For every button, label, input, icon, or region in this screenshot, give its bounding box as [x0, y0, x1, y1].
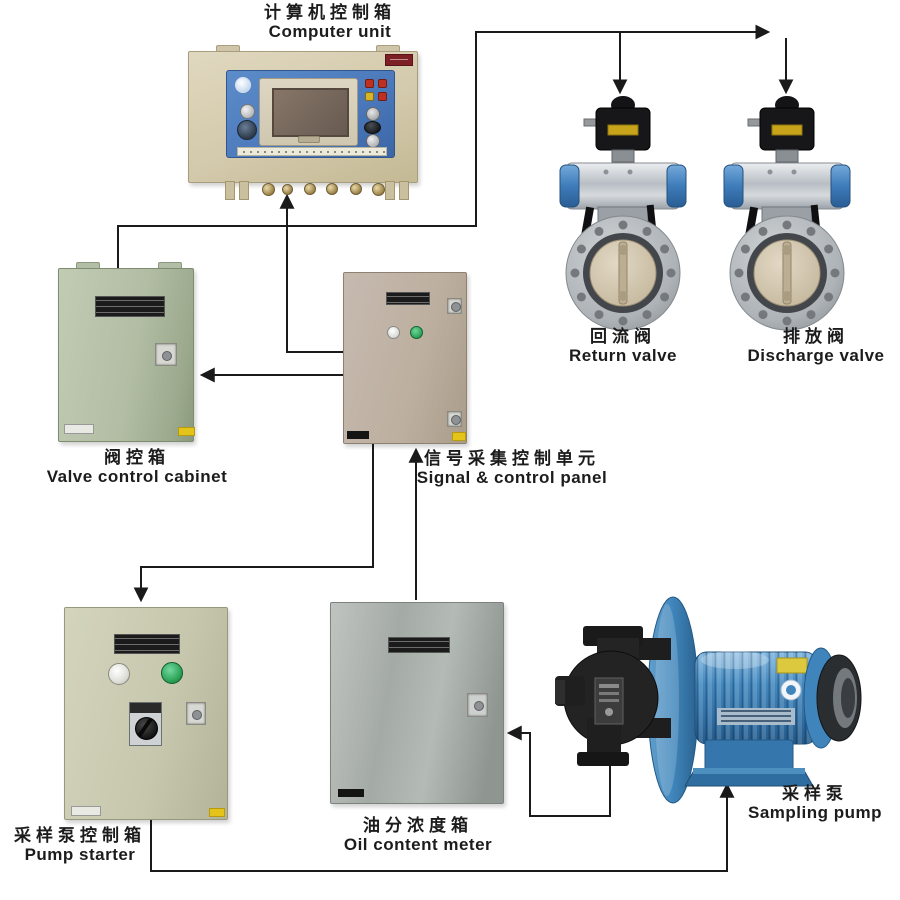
- equipment-title-strip: [237, 147, 387, 156]
- led-indicator: [378, 92, 387, 101]
- logo-badge: [235, 77, 251, 93]
- maker-tag: [338, 789, 364, 797]
- cable-connector: [326, 183, 338, 195]
- maker-tag: [71, 806, 101, 816]
- cable-connector: [282, 184, 293, 195]
- oil-meter-door: [330, 602, 504, 804]
- computer-unit-label-en: Computer unit: [268, 21, 392, 41]
- mount-foot: [225, 181, 235, 200]
- computer-unit-enclosure: [188, 51, 418, 200]
- pump-head: [555, 626, 659, 766]
- door-latch: [186, 702, 206, 725]
- power-knob: [237, 120, 257, 140]
- line-pumpstarter-to-pump: [150, 782, 735, 872]
- return-valve-label-zh: 回流阀: [590, 327, 656, 346]
- maker-tag: [64, 424, 94, 434]
- return-valve-label-en: Return valve: [568, 345, 678, 365]
- computer-unit-label-zh: 计算机控制箱: [264, 3, 396, 22]
- pump-starter-label-en: Pump starter: [24, 844, 136, 864]
- computer-unit-label: 计算机控制箱 Computer unit: [230, 3, 430, 41]
- cabinet-nameplate: [388, 637, 450, 653]
- cabinet-nameplate: [95, 296, 165, 317]
- warning-tag: [452, 432, 466, 441]
- valve-cabinet-door: [58, 268, 195, 442]
- indicator-lamp-white: [387, 326, 400, 339]
- line-pump-to-oilmeter: [506, 725, 611, 817]
- warning-tag: [209, 808, 225, 817]
- door-latch: [447, 411, 462, 427]
- discharge-valve-label-zh: 排放阀: [783, 327, 849, 346]
- motor-spec-label: [776, 657, 808, 674]
- pump-starter-door: [64, 607, 228, 820]
- cable-connector: [372, 183, 385, 196]
- discharge-valve-label: 排放阀 Discharge valve: [726, 327, 900, 365]
- push-button-green: [410, 326, 423, 339]
- return-valve: [559, 95, 687, 331]
- screen: [272, 88, 349, 137]
- oil-meter-label-en: Oil content meter: [343, 834, 493, 854]
- push-button-green: [161, 662, 183, 684]
- screen-bezel: [259, 78, 358, 146]
- maker-tag: [347, 431, 369, 439]
- valve-cabinet-label-zh: 阀控箱: [104, 448, 170, 467]
- signal-panel-door: [343, 272, 467, 444]
- led-indicator: [378, 79, 387, 88]
- pump-starter-label: 采样泵控制箱 Pump starter: [0, 826, 180, 864]
- valves-graphic: [559, 95, 851, 331]
- brand-label: [385, 54, 413, 66]
- led-indicator: [365, 92, 374, 101]
- cabinet-nameplate: [386, 292, 430, 305]
- discharge-valve: [723, 95, 851, 331]
- rotary-selector-switch: [129, 702, 162, 746]
- cable-connector: [350, 183, 362, 195]
- mount-foot: [239, 181, 249, 200]
- return-valve-label: 回流阀 Return valve: [533, 327, 713, 365]
- led-indicator: [365, 79, 374, 88]
- mount-foot: [385, 181, 395, 200]
- indicator-lamp-white: [108, 663, 130, 685]
- door-latch: [447, 298, 462, 314]
- toggle-switch: [366, 107, 380, 121]
- control-knob: [366, 134, 380, 148]
- sampling-pump-label-en: Sampling pump: [748, 802, 882, 822]
- line-signal-to-computer: [279, 193, 343, 353]
- oil-meter-label: 油分浓度箱 Oil content meter: [318, 816, 518, 854]
- selector-knob: [364, 121, 381, 134]
- valve-cabinet-label: 阀控箱 Valve control cabinet: [37, 448, 237, 486]
- front-panel: [226, 70, 395, 158]
- signal-panel-label: 信号采集控制单元 Signal & control panel: [402, 449, 622, 487]
- warning-tag: [178, 427, 195, 436]
- pump-motor: [684, 651, 818, 787]
- discharge-valve-label-en: Discharge valve: [747, 345, 885, 365]
- cable-connector: [304, 183, 316, 195]
- mount-foot: [399, 181, 409, 200]
- door-latch: [467, 693, 488, 717]
- pump-nameplate: [594, 677, 624, 725]
- motor-terminal-box: [704, 739, 794, 773]
- valve-cabinet-label-en: Valve control cabinet: [46, 466, 228, 486]
- sampling-pump: [555, 596, 862, 804]
- cabinet-nameplate: [114, 634, 180, 654]
- pump-starter-label-zh: 采样泵控制箱: [14, 826, 146, 845]
- motor-fan-cover: [803, 647, 862, 749]
- screen-button: [298, 136, 320, 143]
- signal-panel-label-zh: 信号采集控制单元: [424, 449, 600, 468]
- door-latch: [155, 343, 177, 366]
- line-signal-to-pumpstarter: [133, 443, 374, 603]
- oil-meter-label-zh: 油分浓度箱: [363, 816, 473, 835]
- signal-panel-label-en: Signal & control panel: [416, 467, 608, 487]
- line-valvecab-to-valves: [117, 24, 771, 268]
- cable-connector: [262, 183, 275, 196]
- sampling-pump-label: 采样泵 Sampling pump: [715, 784, 900, 822]
- sampling-pump-label-zh: 采样泵: [782, 784, 848, 803]
- control-knob: [240, 104, 255, 119]
